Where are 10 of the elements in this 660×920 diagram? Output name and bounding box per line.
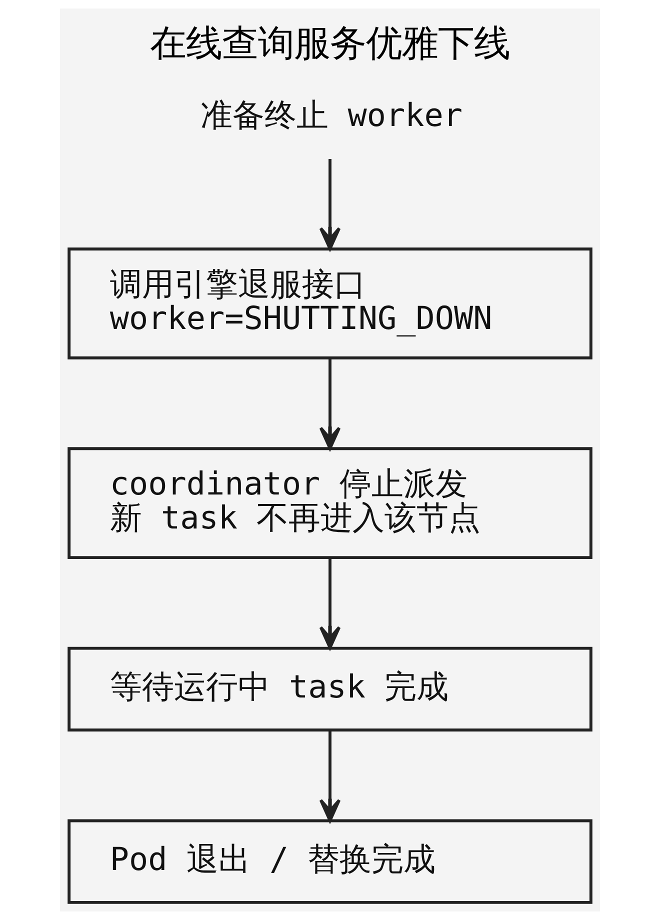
node-box: 等待运行中 task 完成 [68,646,592,732]
node-box: 调用引擎退服接口 worker=SHUTTING_DOWN [68,248,592,360]
diagram-title: 在线查询服务优雅下线 [150,22,510,65]
arrow [319,358,341,450]
node-box: Pod 退出 / 替换完成 [68,819,592,904]
arrow [319,159,341,250]
node-text: 准备终止 worker [200,98,462,134]
arrow [319,730,341,822]
arrow [319,558,341,650]
node-box: coordinator 停止派发 新 task 不再进入该节点 [68,447,592,560]
